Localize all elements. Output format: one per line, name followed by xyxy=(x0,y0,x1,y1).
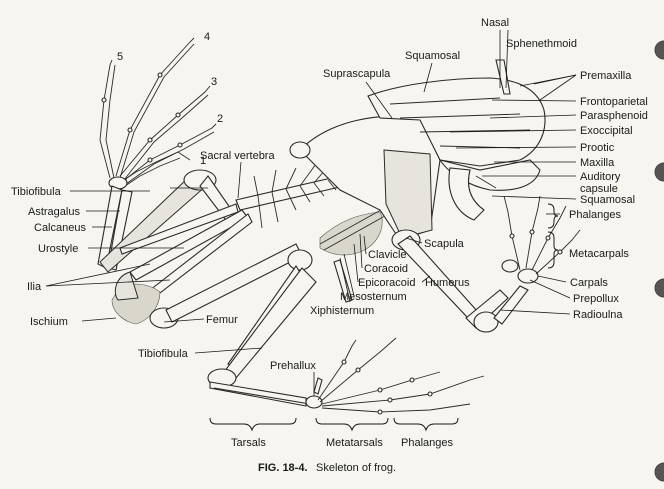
leader-lines xyxy=(45,29,577,396)
toe-number-2: 2 xyxy=(217,113,223,125)
label-femur: Femur xyxy=(206,314,238,326)
label-ischium: Ischium xyxy=(30,316,68,328)
pelvis xyxy=(111,209,253,325)
label-scapula: Scapula xyxy=(424,238,465,250)
caption-figure-number: FIG. 18-4. xyxy=(258,462,308,474)
label-tibiofibula-bottom: Tibiofibula xyxy=(138,348,189,360)
label-urostyle: Urostyle xyxy=(38,243,78,255)
label-clavicle: Clavicle xyxy=(368,249,407,261)
label-auditory-capsule-line1: Auditory xyxy=(580,171,621,183)
label-carpals: Carpals xyxy=(570,277,608,289)
label-metatarsals: Metatarsals xyxy=(326,437,383,449)
label-parasphenoid: Parasphenoid xyxy=(580,110,648,122)
forelimb xyxy=(391,195,581,333)
toe-number-4: 4 xyxy=(204,31,210,43)
figure-caption: FIG. 18-4. Skeleton of frog. xyxy=(258,458,396,475)
label-tarsals: Tarsals xyxy=(231,437,266,449)
label-phalanges-bottom: Phalanges xyxy=(401,437,453,449)
label-ilia: Ilia xyxy=(27,281,42,293)
label-frontoparietal: Frontoparietal xyxy=(580,96,648,108)
label-prootic: Prootic xyxy=(580,142,615,154)
label-tibiofibula-top: Tibiofibula xyxy=(11,186,62,198)
label-astragalus: Astragalus xyxy=(28,206,80,218)
label-radioulna: Radioulna xyxy=(573,309,623,321)
label-prepollux: Prepollux xyxy=(573,293,619,305)
label-epicoracoid: Epicoracoid xyxy=(358,277,415,289)
label-squamosal-top: Squamosal xyxy=(405,50,460,62)
label-xiphisternum: Xiphisternum xyxy=(310,305,374,317)
label-nasal: Nasal xyxy=(481,17,509,29)
label-metacarpals: Metacarpals xyxy=(569,248,629,260)
right-braces xyxy=(547,203,559,269)
label-coracoid: Coracoid xyxy=(364,263,408,275)
left-hind-foot xyxy=(99,37,217,190)
toe-number-1: 1 xyxy=(200,155,206,167)
binder-holes xyxy=(654,40,664,482)
label-premaxilla: Premaxilla xyxy=(580,70,632,82)
label-prehallux: Prehallux xyxy=(270,360,316,372)
svg-text:FIG. 18-4. Skeleton of f: FIG. 18-4. Skeleton of frog. xyxy=(258,458,396,475)
label-squamosal-right: Squamosal xyxy=(580,194,635,206)
label-mesosternum: Mesosternum xyxy=(340,291,407,303)
label-humerus: Humerus xyxy=(425,277,470,289)
label-phalanges-right: Phalanges xyxy=(569,209,621,221)
toe-number-5: 5 xyxy=(117,51,123,63)
label-exoccipital: Exoccipital xyxy=(580,125,633,137)
label-sacral-vertebra: Sacral vertebra xyxy=(200,150,275,162)
label-maxilla: Maxilla xyxy=(580,157,615,169)
bottom-braces xyxy=(209,417,459,432)
vertebral-column xyxy=(119,163,345,255)
label-auditory-capsule-line2: capsule xyxy=(580,183,618,195)
skull-and-scapula xyxy=(289,59,546,241)
label-calcaneus: Calcaneus xyxy=(34,222,86,234)
labels: Nasal Sphenethmoid Squamosal Premaxilla … xyxy=(11,17,648,449)
toe-number-3: 3 xyxy=(211,76,217,88)
caption-text: Skeleton of frog. xyxy=(316,462,396,474)
label-sphenethmoid: Sphenethmoid xyxy=(506,38,577,50)
right-hind-leg xyxy=(149,243,485,415)
label-suprascapula: Suprascapula xyxy=(323,68,391,80)
